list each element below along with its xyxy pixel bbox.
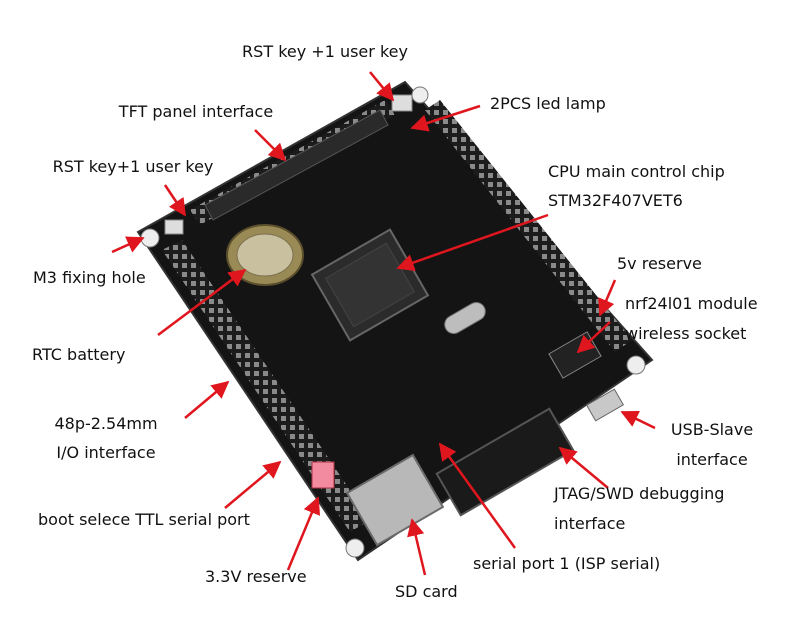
label-33v-reserve: 3.3V reserve — [205, 567, 307, 586]
arrow-io — [184, 380, 230, 419]
label-rst-key-top: RST key +1 user key — [242, 42, 408, 61]
arrow-sd — [407, 518, 427, 576]
label-io-line2: I/O interface — [56, 443, 156, 462]
label-rst-key-left: RST key+1 user key — [52, 157, 214, 176]
arrow-led — [410, 104, 481, 132]
label-cpu-line1: CPU main control chip — [548, 162, 725, 181]
label-rtc-battery: RTC battery — [32, 345, 126, 364]
label-jtag-line2: interface — [554, 514, 626, 533]
mounting-hole — [411, 86, 429, 104]
pin-header-left — [162, 240, 370, 532]
arrow-usb — [620, 410, 656, 430]
label-usb-line2: interface — [676, 450, 748, 469]
label-tft-panel: TFT panel interface — [118, 102, 274, 121]
usb-port — [585, 388, 625, 422]
label-nrf-line1: nrf24l01 module — [625, 294, 758, 313]
arrow-rtc — [157, 268, 247, 337]
arrow-33v — [286, 496, 321, 571]
arrow-jtag — [558, 446, 609, 489]
label-cpu-line2: STM32F407VET6 — [548, 191, 683, 210]
arrow-serial — [438, 442, 517, 549]
arrow-5v — [598, 279, 617, 317]
mounting-hole — [345, 538, 365, 558]
label-5v-reserve: 5v reserve — [617, 254, 702, 273]
arrow-m3 — [111, 236, 145, 254]
arrow-tft — [254, 129, 287, 162]
rst-button-left — [164, 219, 184, 235]
label-usb-line1: USB-Slave — [670, 420, 754, 439]
arrow-rst-top — [369, 71, 395, 102]
crystal — [444, 302, 486, 334]
label-sd-card: SD card — [395, 582, 458, 601]
label-serial-port1: serial port 1 (ISP serial) — [473, 554, 661, 573]
label-io-line1: 48p-2.54mm — [54, 414, 158, 433]
mounting-hole — [140, 228, 160, 248]
arrow-rst-left — [163, 184, 187, 217]
arrow-nrf — [576, 321, 611, 354]
label-jtag-line1: JTAG/SWD debugging — [554, 484, 725, 503]
label-led-lamp: 2PCS led lamp — [490, 94, 606, 113]
boot-jumper — [311, 461, 335, 489]
rst-button-top — [391, 94, 413, 112]
label-nrf-line2: wireless socket — [625, 324, 747, 343]
label-boot-serial: boot selece TTL serial port — [38, 510, 250, 529]
label-m3-hole: M3 fixing hole — [33, 268, 146, 287]
pin-header-right — [425, 100, 632, 352]
mounting-hole — [626, 355, 646, 375]
tft-connector — [204, 109, 389, 221]
arrow-boot — [224, 460, 282, 509]
arrow-cpu — [396, 213, 549, 272]
